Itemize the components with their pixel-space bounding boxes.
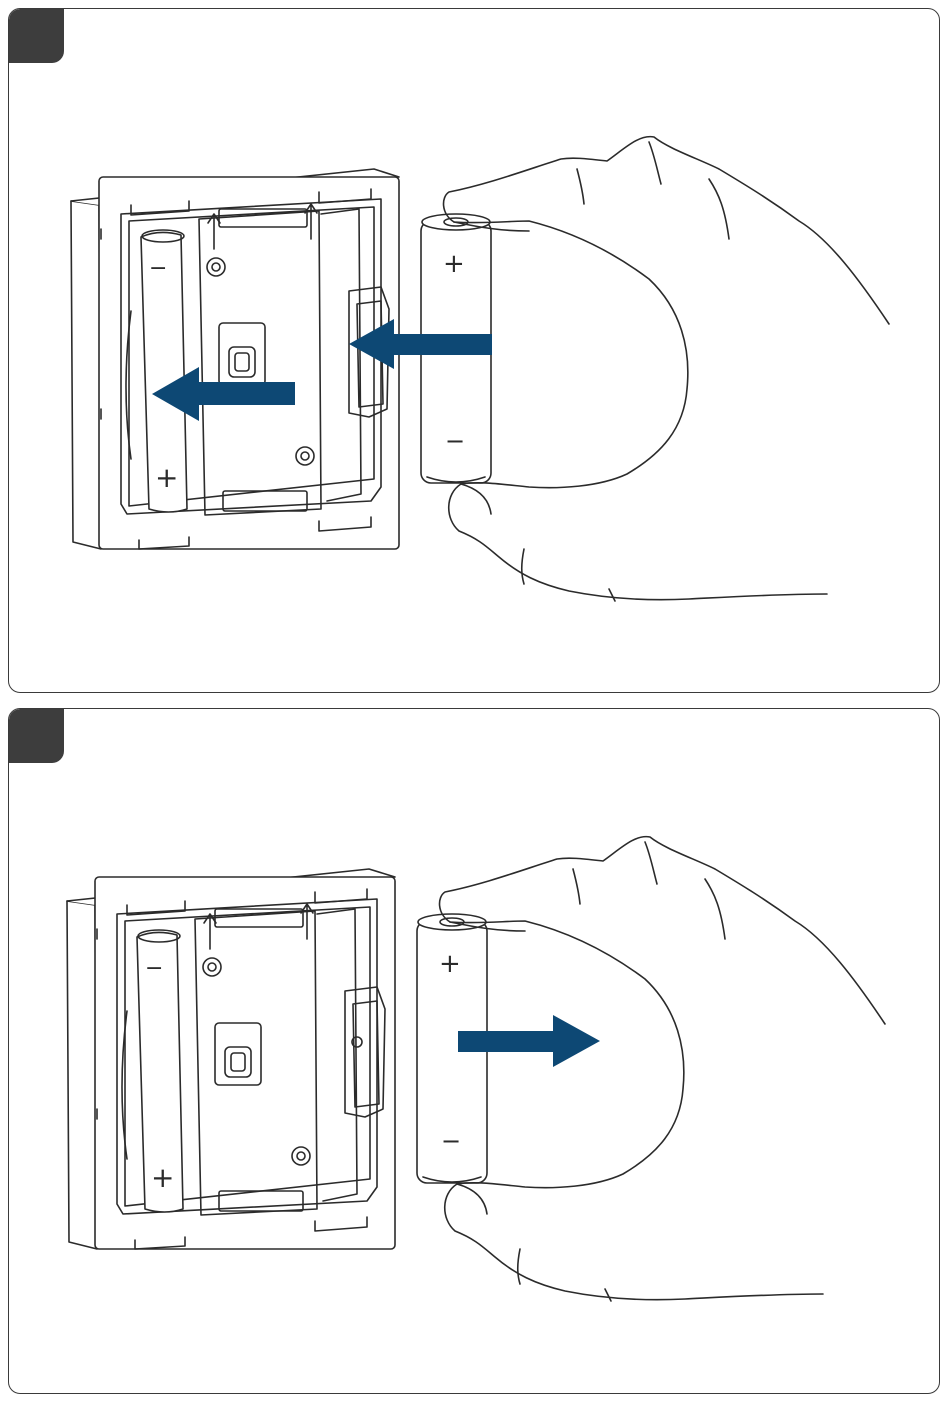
step-panel-1: − + + −	[8, 8, 940, 693]
battery-insert-illustration: − + + −	[9, 9, 940, 693]
battery-minus-label-loose: −	[441, 1127, 461, 1155]
battery-minus-label: −	[145, 956, 163, 981]
battery-plus-label-loose: +	[443, 249, 465, 279]
battery-remove-illustration: − + + −	[9, 709, 940, 1394]
battery-minus-label-loose: −	[445, 427, 465, 455]
hand-icon	[444, 137, 889, 601]
battery-plus-label: +	[151, 1161, 174, 1194]
battery-minus-label: −	[149, 256, 167, 281]
battery-plus-label-loose: +	[439, 949, 461, 979]
battery-plus-label: +	[155, 461, 178, 494]
device-housing-icon	[71, 169, 399, 549]
step-panel-2: − + + −	[8, 708, 940, 1394]
device-housing-icon	[67, 869, 395, 1249]
hand-icon	[440, 837, 885, 1301]
